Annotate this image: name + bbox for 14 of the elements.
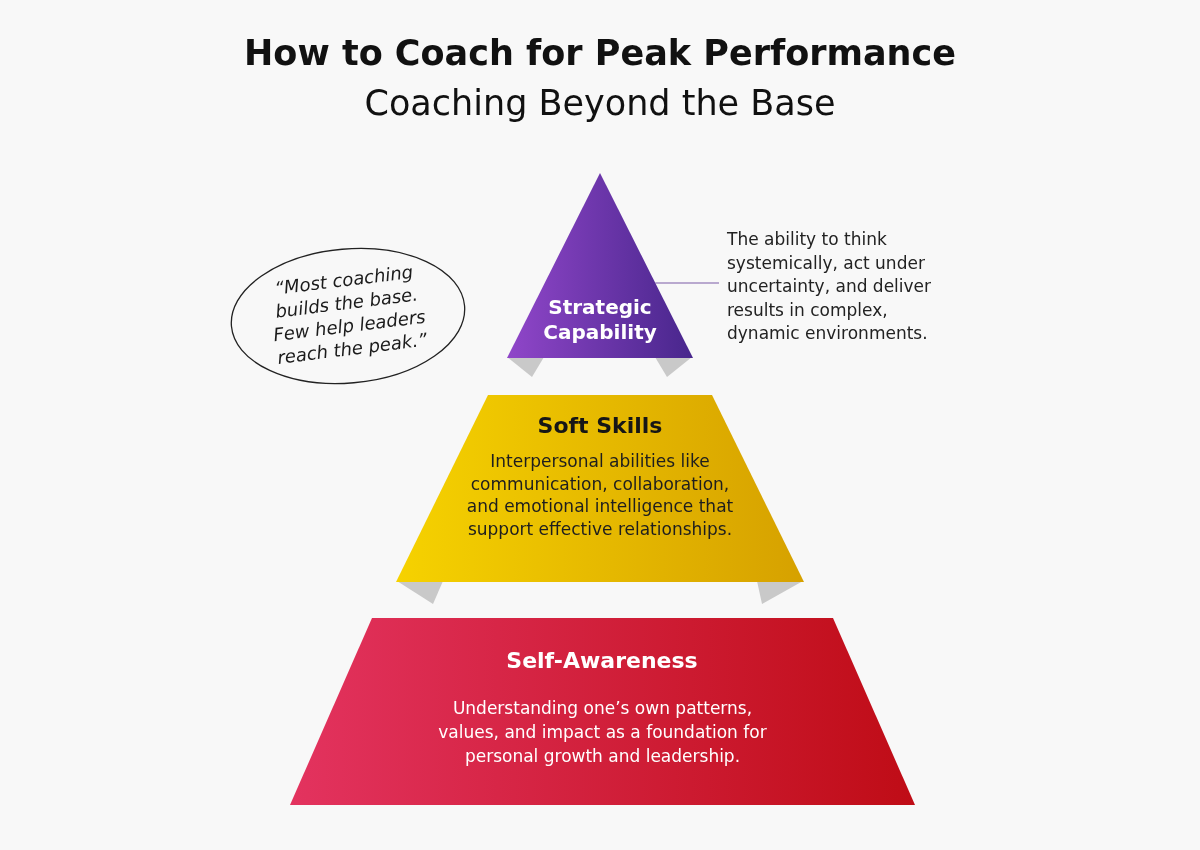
tier-title: Strategic Capability <box>542 295 658 345</box>
tier-description: Understanding one’s own patterns, values, and impact as a foundation for personal growth and leadership. <box>437 697 768 768</box>
quote-ellipse <box>228 246 468 386</box>
pyramid-apex <box>507 173 693 358</box>
pyramid-tier <box>290 618 915 805</box>
leader-line <box>654 282 720 284</box>
description-text: The ability to think systemically, act under uncertainty, and deliver results in complex, dynamic environments. <box>727 228 959 346</box>
tier-title: Soft Skills <box>537 412 663 440</box>
tier-description: Interpersonal abilities like communication, collaboration, and emotional intelligence that support effective relationships. <box>465 450 735 540</box>
quote-text: “Most coaching builds the base. Few help leaders reach the peak.” <box>271 259 430 370</box>
title: How to Coach for Peak Performance <box>244 32 956 74</box>
subtitle: Coaching Beyond the Base <box>364 82 836 124</box>
pyramid-tier <box>396 395 804 582</box>
tier-title: Self-Awareness <box>506 647 698 675</box>
